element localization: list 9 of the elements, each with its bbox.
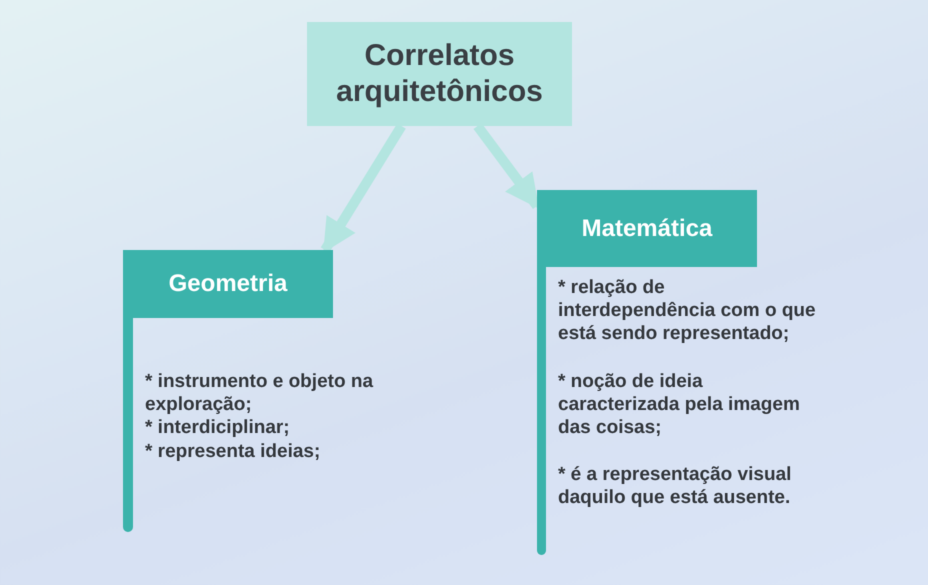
bullet-text: * instrumento e objeto na exploração;	[145, 370, 374, 416]
bullet-text: * interdiciplinar;	[145, 416, 291, 440]
bullet-text: * é a representação visual daquilo que está ausente.	[558, 463, 792, 510]
bullet-text: * noção de ideia caracterizada pela imagem das coisas;	[558, 370, 801, 440]
heading-banner: Matemática	[537, 190, 757, 267]
bullet-text: * representa ideias;	[145, 440, 322, 463]
bullet-text: * relação de interdependência com o que está sendo representado;	[558, 276, 817, 346]
heading-banner: Geometria	[123, 250, 333, 318]
title-box: Correlatos arquitetônicos	[307, 22, 572, 126]
